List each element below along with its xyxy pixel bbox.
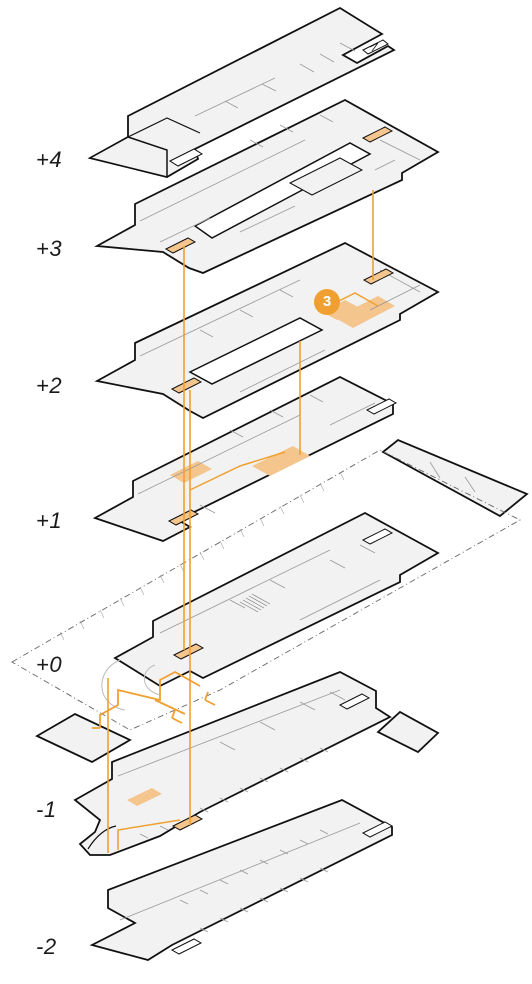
floor-label-minus-1: -1 (36, 797, 57, 822)
ramp-plus-0 (101, 659, 161, 711)
annex-wing-plus-1 (381, 438, 529, 518)
location-marker-badge: 3 (314, 289, 340, 315)
vertical-circulation-lines (107, 190, 374, 853)
entrance-routes-plus-0 (92, 670, 216, 729)
floor-label-plus-4: +4 (36, 147, 63, 172)
floor-plate-plus-0 (35, 511, 440, 764)
floor-plate-plus-2 (94, 241, 440, 420)
stair-core-plus-4 (168, 39, 389, 167)
floor-plate-plus-3 (93, 98, 440, 274)
floor-plate-plus-4 (87, 6, 396, 178)
floor-label-plus-1: +1 (36, 508, 63, 533)
floor-label-plus-0: +0 (36, 652, 63, 677)
floor-plate-minus-1 (73, 671, 392, 856)
floor-label-plus-3: +3 (36, 236, 63, 261)
stair-plus-0 (239, 593, 271, 613)
floor-label-plus-2: +2 (36, 373, 63, 398)
floor-label-minus-2: -2 (36, 934, 57, 959)
floor-plate-plus-1 (92, 375, 398, 542)
floor-plate-minus-2 (89, 799, 394, 961)
